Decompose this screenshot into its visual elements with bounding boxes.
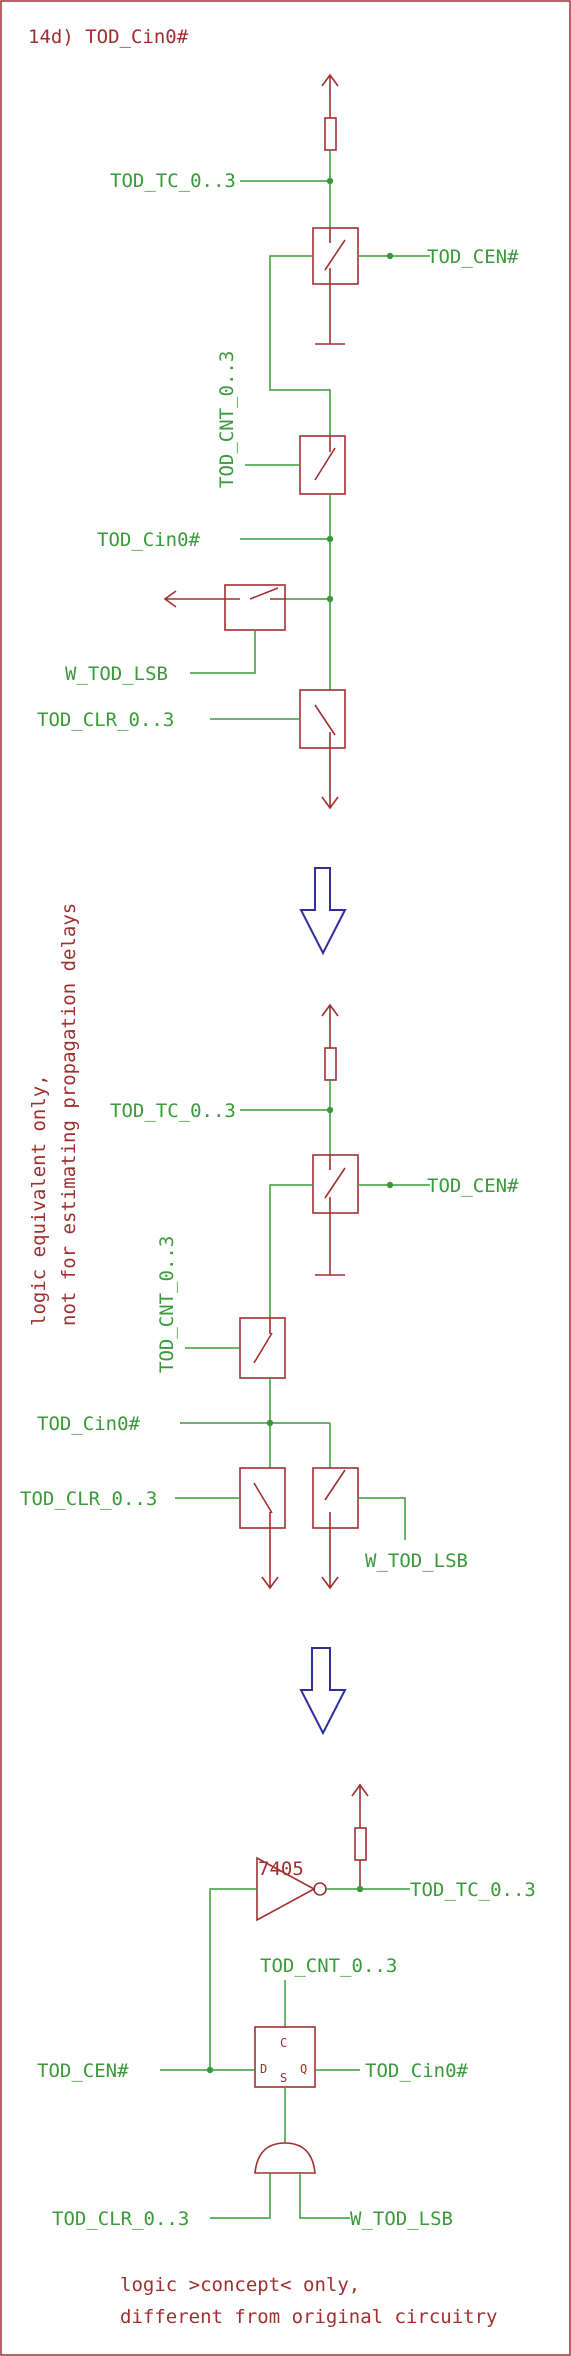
label-tod-cen-3: TOD_CEN# — [37, 2060, 129, 2082]
switch-cen-2 — [312, 1154, 359, 1214]
label-tod-tc-2: TOD_TC_0..3 — [110, 1100, 236, 1122]
switch-wlsb-2 — [312, 1467, 359, 1529]
label-tod-cin-3: TOD_Cin0# — [365, 2060, 469, 2082]
section-3-diagram: 7405 TOD_TC_0..3 TOD_CNT_0..3 C D S Q TO… — [37, 1783, 536, 2328]
label-tod-tc: TOD_TC_0..3 — [110, 170, 236, 192]
chip-label-7405: 7405 — [258, 1858, 304, 1880]
label-tod-clr-2: TOD_CLR_0..3 — [20, 1488, 157, 1510]
note-logic-equivalent-2: not for estimating propagation delays — [58, 903, 80, 1326]
switch-cen — [312, 227, 359, 285]
resistor-3 — [354, 1827, 367, 1861]
label-tod-cen-2: TOD_CEN# — [427, 1175, 519, 1197]
output-arrow-down — [321, 748, 339, 810]
label-w-tod-lsb-3: W_TOD_LSB — [350, 2208, 453, 2230]
logic-gate-icon — [254, 2142, 316, 2174]
label-tod-cin-2: TOD_Cin0# — [37, 1413, 141, 1435]
label-tod-cnt-2: TOD_CNT_0..3 — [156, 1236, 178, 1373]
label-tod-tc-3: TOD_TC_0..3 — [410, 1879, 536, 1901]
flow-arrow-2-icon — [299, 1647, 347, 1736]
label-w-tod-lsb: W_TOD_LSB — [65, 663, 168, 685]
resistor-2 — [324, 1047, 337, 1081]
section-2-diagram: logic equivalent only, not for estimatin… — [20, 903, 519, 1590]
switch-clr — [299, 689, 346, 749]
switch-cnt — [299, 435, 346, 495]
resistor-1 — [324, 117, 337, 151]
output-arrow-left — [163, 590, 225, 608]
label-w-tod-lsb-2: W_TOD_LSB — [365, 1550, 468, 1572]
note-concept-2: different from original circuitry — [120, 2306, 498, 2328]
label-tod-cin: TOD_Cin0# — [97, 529, 201, 551]
flow-arrow-1-icon — [299, 867, 347, 956]
ff-pin-q: Q — [300, 2062, 307, 2076]
label-tod-clr-3: TOD_CLR_0..3 — [52, 2208, 189, 2230]
label-tod-cen: TOD_CEN# — [427, 246, 519, 268]
note-logic-equivalent-1: logic equivalent only, — [28, 1074, 50, 1326]
ff-pin-d: D — [260, 2062, 267, 2076]
switch-wlsb — [224, 584, 286, 631]
ff-pin-c: C — [280, 2036, 287, 2050]
label-tod-cnt-3: TOD_CNT_0..3 — [260, 1955, 397, 1977]
note-concept-1: logic >concept< only, — [120, 2274, 360, 2296]
pullup-arrow-1 — [321, 73, 339, 95]
section-1-diagram: TOD_TC_0..3 TOD_CEN# TOD_CNT_0..3 TOD_Ci… — [37, 73, 519, 810]
pullup-arrow-2 — [321, 1003, 339, 1025]
label-tod-clr: TOD_CLR_0..3 — [37, 709, 174, 731]
label-tod-cnt: TOD_CNT_0..3 — [216, 351, 238, 488]
ff-pin-s: S — [280, 2071, 287, 2085]
page-title: 14d) TOD_Cin0# — [28, 26, 189, 48]
